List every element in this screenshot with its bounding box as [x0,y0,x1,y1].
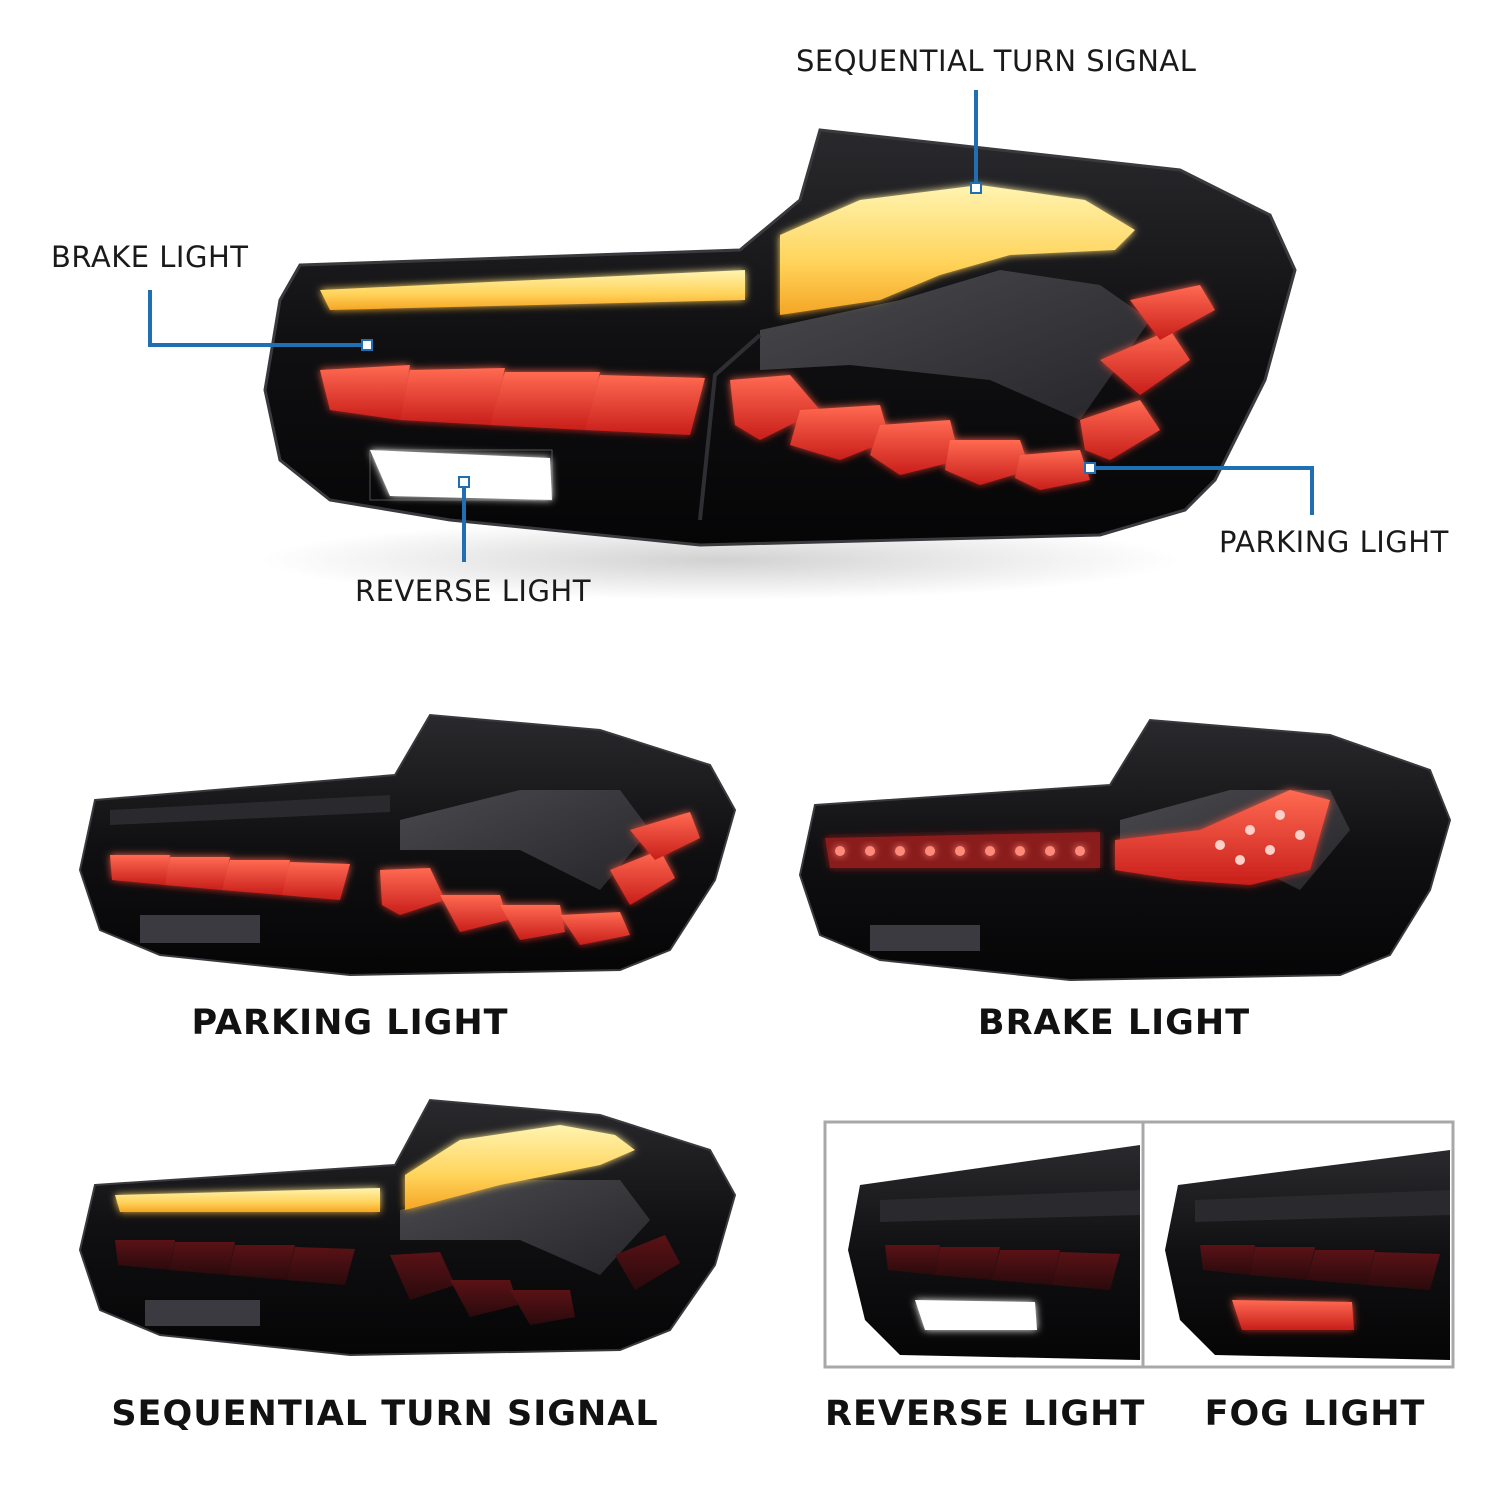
panel-turn-signal-image [78,1098,737,1357]
panel-reverse-light-image [848,1145,1140,1360]
callout-line-brake [148,290,366,347]
panel-brake-light-image [798,718,1452,982]
caption-brake-light: BRAKE LIGHT [977,1003,1251,1043]
marker-turn [970,182,982,194]
panel-parking-light-image [78,713,737,977]
caption-fog-light: FOG LIGHT [1204,1394,1426,1434]
caption-reverse-light: REVERSE LIGHT [825,1394,1146,1434]
marker-parking [1084,462,1096,474]
callout-parking-light: PARKING LIGHT [1219,525,1449,559]
callout-sequential-turn-signal: SEQUENTIAL TURN SIGNAL [796,44,1197,78]
callout-line-parking [1090,466,1314,515]
marker-reverse [458,476,470,488]
callout-brake-light: BRAKE LIGHT [51,240,249,274]
caption-parking-light: PARKING LIGHT [191,1003,509,1043]
caption-sequential-turn-signal: SEQUENTIAL TURN SIGNAL [111,1394,659,1434]
panel-fog-light-image [1165,1150,1450,1360]
hero-taillight [260,128,1297,600]
marker-brake [361,339,373,351]
hero-callout-lines [148,90,1314,562]
hero-callout-markers [361,182,1096,488]
callout-reverse-light: REVERSE LIGHT [355,574,591,608]
